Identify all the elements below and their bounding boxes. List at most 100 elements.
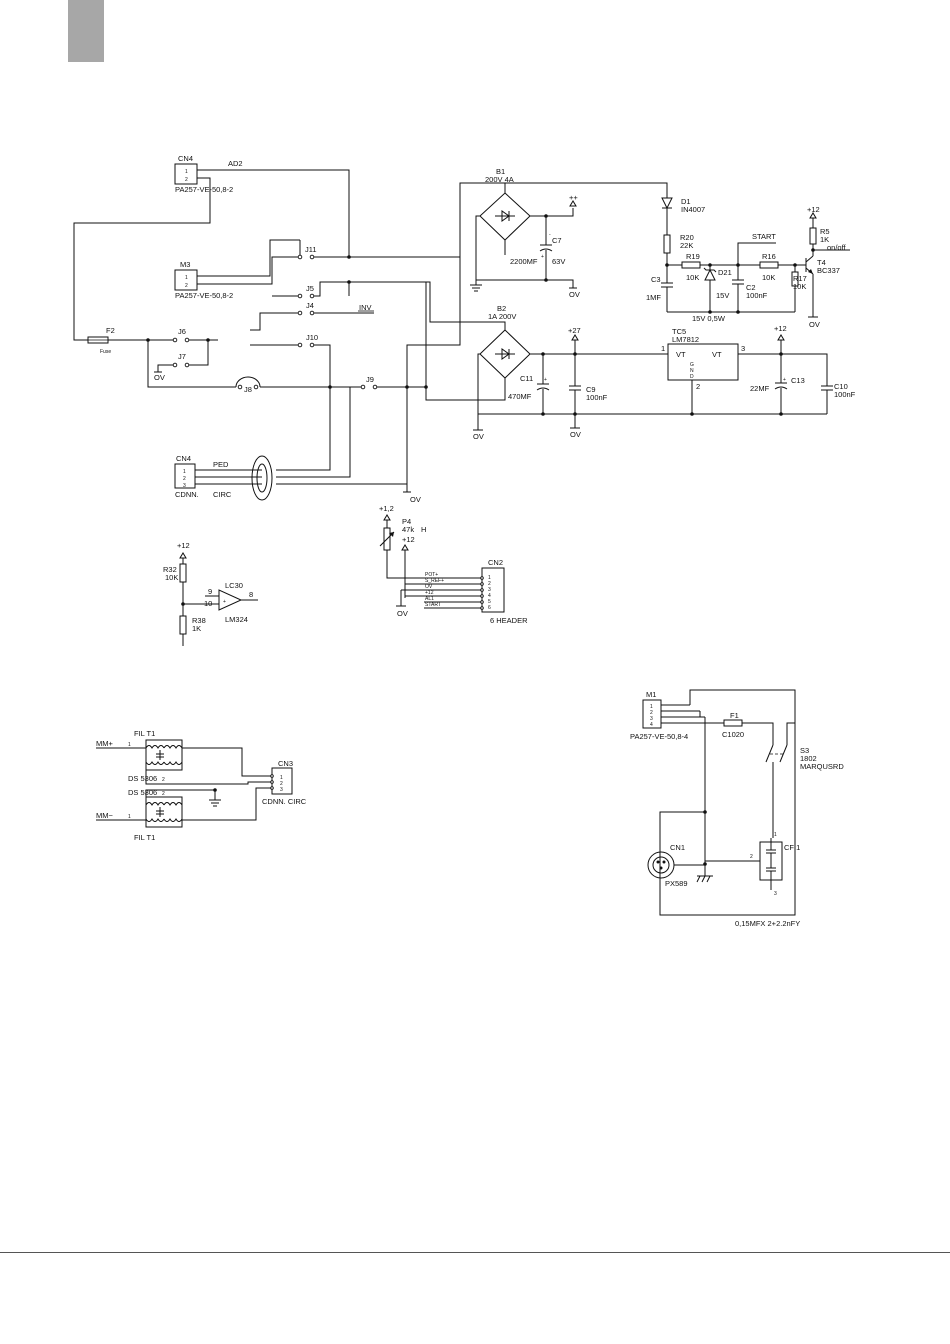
p4-cn2: +1,2 P4 47k H +12 OV CN2 6 HEADER POT+ S… — [379, 504, 528, 625]
mm-minus-label: MM− — [96, 811, 113, 820]
svg-text:3: 3 — [741, 344, 745, 353]
j11-label: J11 — [305, 245, 317, 254]
j8-label: J8 — [244, 385, 252, 394]
c2-label: C2 — [746, 283, 756, 292]
d1-label: D1 — [681, 197, 691, 206]
svg-text:2: 2 — [162, 777, 165, 783]
c9-value: 100nF — [586, 393, 608, 402]
svg-text:2: 2 — [185, 283, 188, 289]
svg-text:1: 1 — [650, 704, 653, 710]
s3-value: 1802 — [800, 754, 817, 763]
cn4-top-connector: CN4 1 2 AD2 PA257-VE-50,8-2 — [174, 154, 243, 194]
cdnn-label: CDNN. — [175, 490, 199, 499]
ped-label: PED — [213, 460, 229, 469]
r16-label: R16 — [762, 252, 776, 261]
lc30-label: LC30 — [225, 581, 243, 590]
b1-rating: 200V 4A — [485, 175, 514, 184]
f1-value: C1020 — [722, 730, 744, 739]
f2-fuse: F2 Fuse — [87, 326, 115, 355]
cn2-label: CN2 — [488, 558, 503, 567]
b1-bridge: B1 200V 4A ++ C7 - + 2200MF 63V OV — [470, 167, 580, 299]
svg-text:2: 2 — [750, 854, 753, 860]
svg-text:3: 3 — [183, 483, 186, 489]
p4-label: P4 — [402, 517, 411, 526]
start-circuit: D1 IN4007 R20 22K C3 1MF R19 10K D21 15V… — [646, 197, 850, 329]
f2-label: F2 — [106, 326, 115, 335]
svg-text:-: - — [549, 232, 551, 238]
d21-value: 15V — [716, 291, 729, 300]
tc5-label: TC5 — [672, 327, 686, 336]
cn4-top-part: PA257-VE-50,8-2 — [175, 185, 233, 194]
cn1-label: CN1 — [670, 843, 685, 852]
svg-text:+: + — [783, 377, 786, 383]
r17-value: 10K — [793, 282, 806, 291]
p4-h-label: H — [421, 525, 426, 534]
lm7812-label: LM7812 — [672, 335, 699, 344]
c2-value: 100nF — [746, 291, 768, 300]
ov-b2b-label: OV — [570, 430, 581, 439]
b2-label: B2 — [497, 304, 506, 313]
filter-section: MM+ 1 FIL T1 DS 5306 2 DS 5306 2 MM− 1 F… — [96, 729, 307, 842]
svg-text:1: 1 — [183, 469, 186, 475]
svg-text:3: 3 — [650, 716, 653, 722]
r20-label: R20 — [680, 233, 694, 242]
plus12-r32-label: +12 — [177, 541, 190, 550]
r20-value: 22K — [680, 241, 693, 250]
r38-label: R38 — [192, 616, 206, 625]
r16-value: 10K — [762, 273, 775, 282]
svg-text:2: 2 — [162, 791, 165, 797]
onoff-label: on/off — [827, 243, 847, 252]
svg-text:D: D — [690, 374, 694, 380]
cn2-sig-5: AL1 — [425, 596, 434, 602]
svg-text:VT: VT — [712, 350, 722, 359]
cn2-sig-3: OV — [425, 584, 433, 590]
c10-label: C10 — [834, 382, 848, 391]
m1-part: PA257-VE-50,8-4 — [630, 732, 688, 741]
r17-label: R17 — [793, 274, 807, 283]
c11-value: 470MF — [508, 392, 532, 401]
cn3-part: CDNN. CIRC — [262, 797, 307, 806]
c7-value: 2200MF — [510, 257, 538, 266]
ov-t4-label: OV — [809, 320, 820, 329]
c10-value: 100nF — [834, 390, 856, 399]
c11-label: C11 — [520, 374, 533, 383]
svg-text:3: 3 — [774, 891, 777, 897]
zener-rating: 15V 0,5W — [692, 314, 726, 323]
ds5306-top-label: DS 5306 — [128, 774, 157, 783]
mains-input-section: M1 1 2 3 4 PA257-VE-50,8-4 F1 C1020 S3 1… — [630, 689, 844, 928]
svg-text:2: 2 — [280, 781, 283, 787]
j4-label: J4 — [306, 301, 314, 310]
svg-text:4: 4 — [488, 593, 491, 599]
j7-label: J7 — [178, 352, 186, 361]
j5-label: J5 — [306, 284, 314, 293]
b1-label: B1 — [496, 167, 505, 176]
page-tab — [68, 0, 104, 62]
r5-label: R5 — [820, 227, 830, 236]
svg-text:G: G — [690, 362, 694, 368]
plus12-p4a-label: +1,2 — [379, 504, 394, 513]
start-top-label: START — [752, 232, 776, 241]
svg-text:1: 1 — [280, 775, 283, 781]
svg-text:1: 1 — [128, 814, 131, 820]
cn4-bottom-label: CN4 — [176, 454, 191, 463]
svg-text:2: 2 — [185, 177, 188, 183]
tc5-regulator: TC5 LM7812 VT VT G N D 1 3 2 +12 C13 + 2… — [661, 324, 856, 414]
t4-label: T4 — [817, 258, 826, 267]
ov-j7-label: OV — [154, 373, 165, 382]
svg-text:+: + — [223, 599, 226, 605]
cn2-sig-6: START — [425, 602, 441, 608]
plus27-label: +27 — [568, 326, 581, 335]
svg-text:4: 4 — [650, 722, 653, 728]
cn3-label: CN3 — [278, 759, 293, 768]
t4-part: BC337 — [817, 266, 840, 275]
r32-value: 10K — [165, 573, 178, 582]
svg-text:5: 5 — [488, 599, 491, 605]
plus12-reg-label: +12 — [774, 324, 787, 333]
m3-connector: M3 1 2 PA257-VE-50,8-2 — [174, 260, 233, 300]
s3-mfr: MARQUSRD — [800, 762, 844, 771]
d21-label: D21 — [718, 268, 732, 277]
lc30-comparator: +12 R32 10K + LC30 9 10 8 LM324 R38 1K — [163, 541, 258, 646]
svg-text:2: 2 — [183, 476, 186, 482]
wiring-top-left — [73, 169, 668, 485]
ov-p4-label: OV — [397, 609, 408, 618]
